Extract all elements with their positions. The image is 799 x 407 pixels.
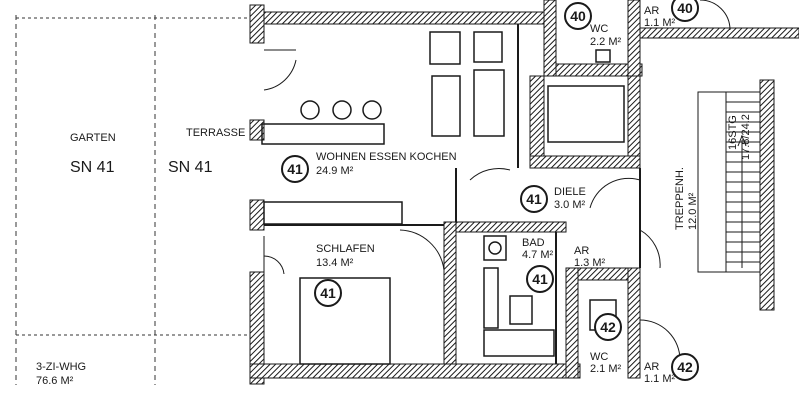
living-room-number: 41 — [281, 155, 309, 183]
living-furniture — [261, 31, 505, 225]
wc-top-area: 2.2 M² — [590, 36, 622, 48]
garden-label: GARTEN — [70, 132, 116, 144]
wc-bottom-name: WC — [590, 351, 609, 363]
bath-furniture — [483, 235, 617, 357]
ar-top-name: AR — [644, 5, 660, 17]
living-room-name: WOHNEN ESSEN KOCHEN — [316, 151, 457, 163]
stair-ratio: 17.8/24.2 — [740, 114, 752, 160]
ar-bottom-name: AR — [644, 361, 660, 373]
ar-top-area: 1.1 M² — [644, 17, 676, 29]
bedroom-area: 13.4 M² — [316, 257, 354, 269]
bath-area: 4.7 M² — [522, 249, 554, 261]
living-room-area: 24.9 M² — [316, 165, 354, 177]
staircase — [697, 91, 761, 273]
door-swings — [263, 0, 731, 361]
bedroom-name: SCHLAFEN — [316, 243, 375, 255]
hall-number: 41 — [520, 185, 548, 213]
exterior-walls — [249, 0, 799, 385]
ar-top-number: 40 — [671, 0, 699, 22]
hall-area: 3.0 M² — [554, 199, 586, 211]
ar-bottom-number: 42 — [671, 353, 699, 381]
storage-name: AR — [574, 245, 590, 257]
wc-top-name: WC — [590, 23, 609, 35]
wc-bottom-area: 2.1 M² — [590, 363, 622, 375]
apartment-type: 3-ZI-WHG — [36, 361, 87, 373]
stair-name: TREPPENH. — [674, 167, 686, 230]
hall-name: DIELE — [554, 186, 586, 198]
apartment-area: 76.6 M² — [36, 375, 74, 387]
wc-bottom-number: 42 — [594, 313, 622, 341]
terrace-unit: SN 41 — [168, 159, 213, 176]
ar-bottom-area: 1.1 M² — [644, 373, 676, 385]
stair-area: 12.0 M² — [687, 192, 699, 230]
garden-unit: SN 41 — [70, 159, 115, 176]
stair-steps: 16STG — [727, 115, 739, 150]
outdoor-boundaries — [15, 15, 252, 385]
interior-walls — [264, 24, 641, 364]
bedroom-number: 41 — [314, 279, 342, 307]
top-room-fixtures — [547, 49, 625, 143]
bedroom-furniture — [299, 277, 391, 365]
terrace-label: TERRASSE — [186, 127, 246, 139]
bath-number: 41 — [526, 265, 554, 293]
wc-top-number: 40 — [564, 2, 592, 30]
bath-name: BAD — [522, 237, 545, 249]
storage-area: 1.3 M² — [574, 257, 606, 269]
